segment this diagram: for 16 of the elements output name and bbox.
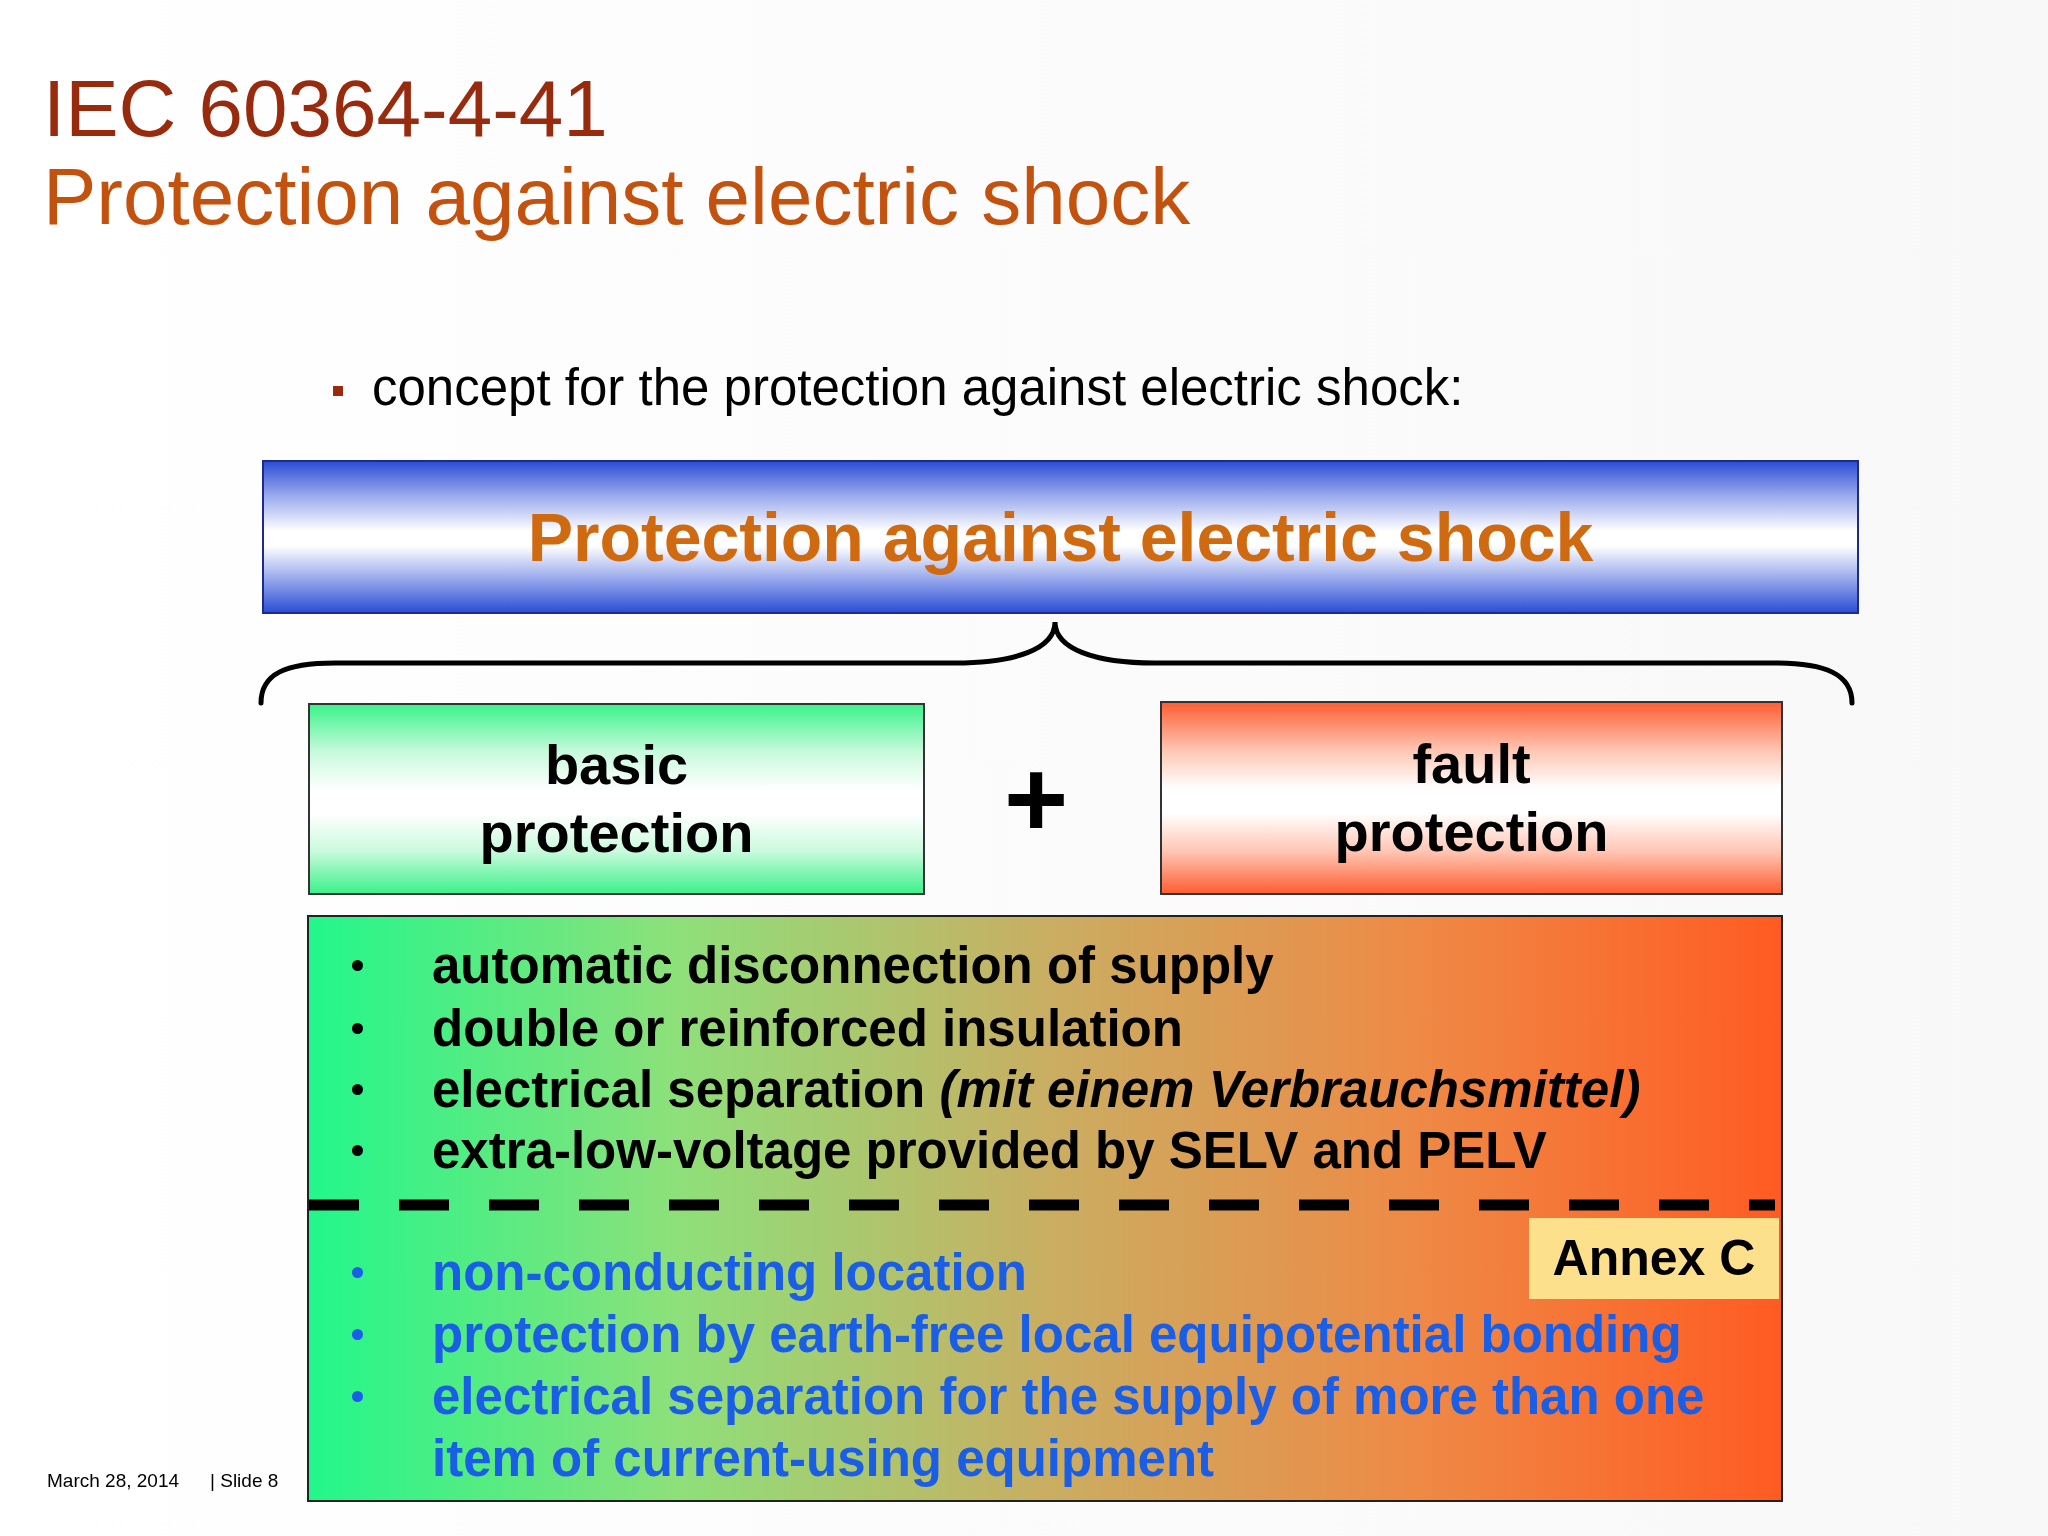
list-item: electrical separation (mit einem Verbrauchsmittel) <box>432 1060 1641 1120</box>
title-banner: Protection against electric shock <box>262 460 1859 614</box>
slide-number: | Slide 8 <box>210 1470 279 1492</box>
list-item: automatic disconnection of supply <box>432 936 1274 996</box>
list-item: electrical separation for the supply of more than one item of current-using equipment <box>432 1367 1706 1489</box>
annex-tag: Annex C <box>1529 1218 1779 1299</box>
category-box: basic protection <box>308 703 925 895</box>
intro-text: concept for the protection against electric shock: <box>372 359 1464 418</box>
measures-panel <box>307 915 1783 1502</box>
list-item: extra-low-voltage provided by SELV and PELV <box>432 1121 1547 1181</box>
list-item: protection by earth-free local equipotential bonding <box>432 1305 1682 1365</box>
footer-date: March 28, 2014 <box>47 1470 180 1492</box>
list-item: double or reinforced insulation <box>432 999 1183 1059</box>
category-box: fault protection <box>1160 701 1783 895</box>
list-item: non-conducting location <box>432 1243 1027 1303</box>
plus-sign: + <box>1004 752 1069 846</box>
